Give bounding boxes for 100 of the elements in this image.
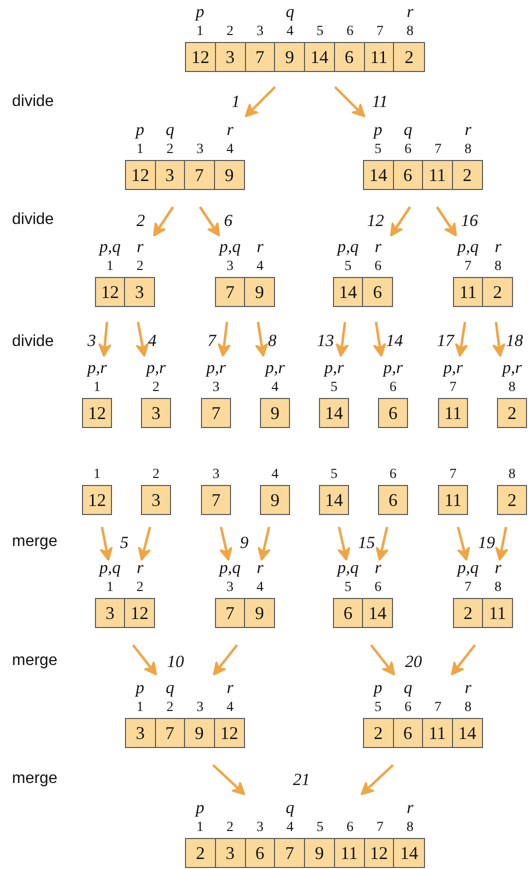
array-cell: 6 xyxy=(334,43,364,71)
index-label: 6 xyxy=(374,260,382,274)
step-number: 9 xyxy=(240,534,248,551)
index-label: 6 xyxy=(346,25,354,39)
index-label: 2 xyxy=(166,701,174,715)
index-label: 3 xyxy=(196,143,204,157)
pointer-label: p xyxy=(374,679,382,696)
pointer-label: p,q xyxy=(337,559,359,576)
array-cell: 11 xyxy=(334,839,364,867)
arrow xyxy=(217,322,232,358)
phase-label: divide xyxy=(12,334,54,350)
pointer-label: p,r xyxy=(265,359,285,376)
pointer-label: r xyxy=(406,3,414,20)
index-label: 2 xyxy=(226,821,234,835)
pointer-label: p,q xyxy=(99,238,121,255)
pointer-label: r xyxy=(464,679,472,696)
arrow xyxy=(454,322,468,358)
array-cell: 3 xyxy=(216,839,246,867)
pointer-label: p,r xyxy=(443,359,463,376)
array-cell: 9 xyxy=(275,43,305,71)
array-cell: 6 xyxy=(394,161,423,189)
index-label: 2 xyxy=(226,25,234,39)
arrow xyxy=(138,526,152,562)
phase-label: divide xyxy=(12,94,54,110)
array-cell-text: 7 xyxy=(210,489,222,512)
array xyxy=(215,277,275,307)
array xyxy=(453,598,513,628)
index-label: 4 xyxy=(256,581,264,595)
arrow xyxy=(219,526,233,562)
index-label: 5 xyxy=(374,143,382,157)
step-number: 12 xyxy=(367,212,384,229)
array xyxy=(319,398,349,428)
pointer-label: q xyxy=(286,3,294,20)
arrow xyxy=(257,526,271,562)
array xyxy=(125,160,245,190)
arrow xyxy=(198,206,220,237)
array-cell-text: 2 xyxy=(492,281,503,304)
arrow xyxy=(254,322,268,358)
array-cell-text: 6 xyxy=(388,402,398,425)
pointer-label: p,r xyxy=(146,359,166,376)
index-label: 6 xyxy=(404,143,412,157)
array-cell-text: 11 xyxy=(443,489,463,512)
index-label: 1 xyxy=(106,260,114,274)
step-number: 11 xyxy=(372,93,388,110)
array-cell-text: 3 xyxy=(134,281,145,304)
arrow xyxy=(450,644,476,676)
step-number: 20 xyxy=(405,653,422,670)
array xyxy=(378,485,408,515)
arrow xyxy=(153,206,174,237)
array-cell: 11 xyxy=(423,719,452,747)
array xyxy=(333,277,393,307)
pointer-label: r xyxy=(464,121,472,138)
arrow xyxy=(244,86,276,118)
index-label: 4 xyxy=(226,701,234,715)
index-label: 6 xyxy=(346,821,354,835)
array xyxy=(319,485,349,515)
pointer-label: r xyxy=(494,238,502,255)
arrow xyxy=(337,526,351,562)
array-cell: 6 xyxy=(394,719,423,747)
array-cell-text: 9 xyxy=(224,164,235,187)
step-number: 14 xyxy=(386,332,403,349)
index-label: 4 xyxy=(226,143,234,157)
index-label: 1 xyxy=(136,143,144,157)
arrow xyxy=(135,322,149,358)
index-label: 8 xyxy=(406,821,414,835)
index-label: 2 xyxy=(136,260,144,274)
array xyxy=(141,485,171,515)
pointer-label: p xyxy=(136,679,144,696)
arrow xyxy=(334,86,366,118)
pointer-label: q xyxy=(286,799,294,816)
phase-label: merge xyxy=(12,534,58,550)
array xyxy=(201,398,231,428)
array xyxy=(185,838,425,868)
index-label: 7 xyxy=(464,260,472,274)
array-cell-text: 3 xyxy=(150,402,162,425)
step-number: 15 xyxy=(358,534,375,551)
step-number: 4 xyxy=(148,332,156,349)
arrow xyxy=(370,644,396,676)
index-label: 2 xyxy=(166,143,174,157)
arrow xyxy=(212,644,238,676)
array-cell: 12 xyxy=(126,161,156,189)
array-cell-text: 7 xyxy=(210,402,222,425)
arrow xyxy=(132,644,158,676)
step-number: 1 xyxy=(232,93,240,110)
array-cell: 3 xyxy=(126,719,156,747)
pointer-label: r xyxy=(136,559,144,576)
index-label: 1 xyxy=(106,581,114,595)
array xyxy=(260,485,290,515)
array xyxy=(82,398,112,428)
array-cell-text: 12 xyxy=(87,489,107,512)
index-label: 6 xyxy=(374,581,382,595)
pointer-label: q xyxy=(166,121,174,138)
pointer-label: r xyxy=(226,679,234,696)
step-number: 10 xyxy=(167,653,184,670)
array-cell-text: 9 xyxy=(254,602,265,625)
index-label: 3 xyxy=(226,260,234,274)
index-label: 8 xyxy=(406,25,414,39)
array-cell: 11 xyxy=(364,43,394,71)
step-number: 13 xyxy=(317,332,334,349)
pointer-label: p,q xyxy=(337,238,359,255)
